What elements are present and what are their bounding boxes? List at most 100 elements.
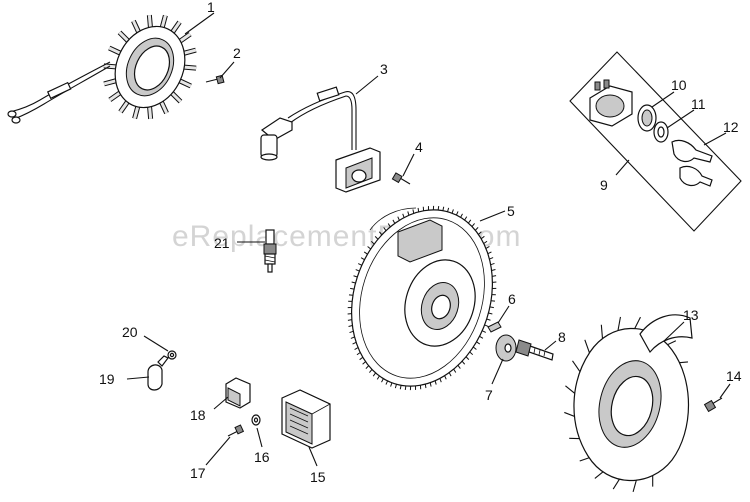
flywheel-tooth — [485, 246, 490, 249]
callout-19: 19 — [99, 371, 115, 387]
flywheel-tooth — [404, 385, 407, 390]
flywheel-tooth — [447, 207, 450, 212]
flywheel-tooth — [387, 223, 391, 228]
flywheel-tooth — [478, 231, 482, 235]
stator-screw-part — [205, 74, 225, 85]
flywheel-tooth — [359, 356, 364, 361]
flywheel-tooth — [424, 384, 427, 389]
stator-fin-fill — [179, 79, 192, 88]
rectifier-regulator-part — [281, 389, 331, 449]
flywheel-tooth — [468, 219, 472, 224]
flywheel-tooth — [407, 211, 410, 216]
stator-fin-fill — [132, 20, 140, 33]
flywheel-bolt-part — [515, 339, 554, 361]
flywheel-tooth — [353, 275, 358, 278]
stator-fin-fill — [160, 101, 168, 114]
callout-3: 3 — [380, 61, 388, 77]
stator-fin-fill — [170, 92, 182, 103]
flywheel-tooth — [397, 216, 400, 221]
stator-fin-fill — [147, 14, 152, 28]
flywheel-tooth — [451, 209, 454, 214]
stator-fin-fill — [171, 21, 181, 33]
stator-fin-fill — [108, 91, 121, 102]
flywheel-tooth — [355, 269, 360, 272]
flywheel-tooth — [351, 281, 356, 284]
callout-16: 16 — [254, 449, 270, 465]
callout-7: 7 — [485, 387, 493, 403]
rectifier-screw-part — [227, 424, 245, 437]
wire-clip-part — [147, 355, 169, 391]
flywheel-tooth — [372, 372, 376, 377]
leader-lines — [126, 12, 731, 467]
flywheel-tooth — [394, 384, 397, 389]
callout-11: 11 — [691, 96, 706, 112]
callout-14: 14 — [726, 368, 742, 384]
flywheel-tooth — [474, 227, 479, 231]
flywheel-tooth — [429, 382, 432, 387]
callout-12: 12 — [723, 119, 739, 135]
callout-labels: 1 2 3 4 5 6 7 8 9 10 11 12 13 14 15 16 1… — [99, 0, 742, 485]
flywheel-tooth — [455, 211, 459, 216]
stator-fin-fill — [183, 48, 197, 55]
flywheel-tooth — [471, 223, 475, 227]
stator-fin-fill — [103, 79, 117, 86]
ignition-switch-assembly — [569, 51, 742, 232]
flywheel-tooth — [365, 365, 370, 369]
module-screw-part — [391, 172, 411, 185]
callout-13: 13 — [683, 307, 699, 323]
stator-fin-fill — [133, 106, 140, 119]
callout-5: 5 — [507, 203, 515, 219]
flywheel-tooth — [453, 368, 457, 373]
flywheel-tooth — [437, 206, 440, 211]
washer-part — [495, 334, 517, 362]
flywheel-tooth — [460, 213, 463, 218]
flywheel-part — [347, 205, 497, 391]
callout-2: 2 — [233, 45, 241, 61]
stator-fin-fill — [184, 65, 197, 70]
flywheel-tooth — [434, 380, 437, 385]
flywheel-tooth — [487, 251, 492, 255]
flywheel-tooth — [444, 375, 447, 380]
flywheel-tooth — [486, 318, 491, 321]
flywheel-tooth — [488, 312, 493, 315]
flywheel-tooth — [448, 372, 452, 377]
flywheel-tooth — [376, 375, 380, 380]
flywheel-tooth — [442, 206, 445, 211]
callout-21: 21 — [214, 235, 230, 251]
flywheel-tooth — [385, 380, 389, 385]
stator-fin-fill — [108, 46, 121, 55]
callout-9: 9 — [600, 177, 608, 193]
flywheel-tooth — [352, 341, 357, 345]
flywheel-tooth — [390, 382, 393, 387]
flywheel-tooth — [489, 257, 494, 260]
flywheel-tooth — [399, 385, 402, 390]
callout-20: 20 — [122, 324, 138, 340]
flywheel-tooth — [381, 378, 384, 383]
stator-fin-fill — [160, 15, 167, 28]
flywheel-tooth — [484, 324, 489, 327]
housing-screw-part — [703, 397, 723, 413]
flywheel-tooth — [480, 235, 485, 240]
flywheel-tooth — [356, 352, 361, 356]
flywheel-tooth — [464, 216, 468, 221]
callout-1: 1 — [207, 0, 215, 15]
small-washer-part — [251, 414, 261, 426]
flywheel-tooth — [417, 207, 420, 212]
stator-fin-fill — [118, 31, 130, 42]
callout-10: 10 — [671, 77, 687, 93]
spark-plug-part — [263, 229, 277, 273]
flywheel-tooth — [483, 240, 488, 244]
callout-8: 8 — [558, 329, 566, 345]
callout-18: 18 — [190, 407, 206, 423]
flywheel-tooth — [402, 213, 405, 218]
callout-17: 17 — [190, 465, 206, 481]
stator-fin-fill — [179, 32, 192, 43]
flywheel-tooth — [392, 219, 396, 224]
nut-part — [167, 350, 177, 360]
ignition-module-part — [260, 86, 381, 193]
flywheel-key-part — [487, 321, 502, 333]
flywheel-tooth — [362, 361, 366, 365]
flywheel-tooth — [369, 369, 373, 373]
stator-part — [7, 14, 197, 124]
